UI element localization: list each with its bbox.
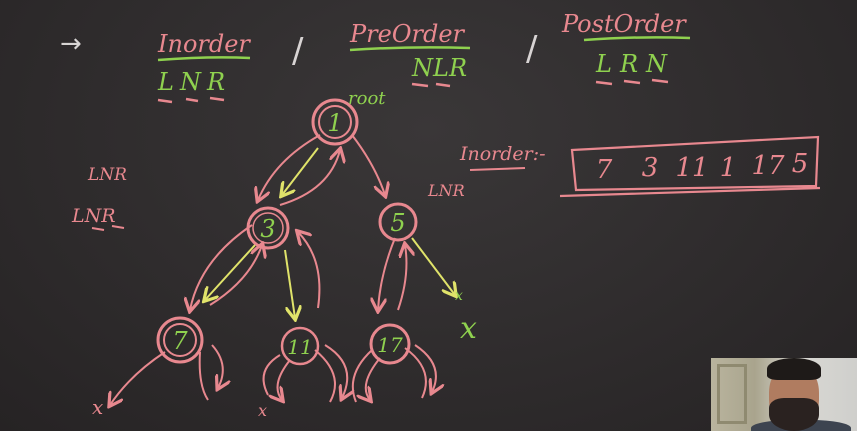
- edge-7-null-left: [110, 351, 166, 405]
- node-value: 17: [377, 333, 403, 357]
- preorder-code-underline: [411, 82, 451, 88]
- side-note-lnr-1: LNR: [87, 165, 127, 185]
- node-value: 7: [172, 327, 188, 355]
- null-mark-1: x: [92, 395, 103, 419]
- inorder-title: Inorder: [157, 30, 251, 58]
- tree-node-3: 3: [246, 206, 290, 250]
- result-box: [559, 135, 821, 198]
- tree-node-17: 17: [369, 323, 411, 365]
- inorder-underline: [157, 56, 251, 62]
- postorder-underline: [583, 36, 691, 42]
- preorder-title: PreOrder: [349, 20, 466, 48]
- node-value: 5: [390, 209, 405, 237]
- postorder-code: LRN: [595, 50, 675, 78]
- edge-5-to-17-outer: [378, 237, 396, 310]
- background-window: [717, 364, 747, 424]
- edge-3-to-root-return: [279, 150, 340, 206]
- postorder-title: PostOrder: [561, 10, 687, 38]
- edge-17-null-right-loop: [404, 344, 436, 398]
- edge-11-to-3-return: [298, 232, 321, 309]
- result-value: 3: [642, 153, 659, 183]
- tree-node-7: 7: [156, 316, 204, 364]
- traversal-arrows: [110, 134, 436, 405]
- presenter-beard: [769, 398, 819, 431]
- side-note-lnr-3: LNR: [427, 181, 465, 200]
- result-label-underline: [469, 167, 526, 171]
- edge-3-to-7-outer: [190, 224, 253, 310]
- edge-17-null-left-loop: [351, 349, 380, 402]
- node-value: 11: [287, 335, 312, 359]
- edge-11-null-right-loop: [314, 344, 347, 402]
- presenter-hair: [767, 358, 821, 380]
- edge-7-null-right-loop: [198, 344, 223, 400]
- side-note-underline: [91, 225, 125, 231]
- edge-root-to-5: [351, 134, 385, 195]
- edge-17-to-5-return: [397, 245, 406, 311]
- null-mark-3: x: [455, 288, 463, 304]
- result-values: 7 3 11 1 17 5: [596, 149, 809, 185]
- result-value: 17: [751, 151, 785, 181]
- preorder-underline: [349, 46, 471, 52]
- result-value: 7: [596, 155, 613, 185]
- edge-11-null-left-loop: [262, 354, 290, 400]
- result-value: 5: [792, 149, 809, 179]
- result-value: 1: [720, 153, 737, 183]
- edge-3-right: [284, 249, 295, 318]
- tree-edges: [205, 147, 455, 318]
- null-mark-2: x: [258, 401, 267, 420]
- tree-node-root: 1: [311, 98, 359, 146]
- separator-2: /: [526, 29, 538, 69]
- inorder-code: LNR: [157, 68, 231, 96]
- edge-3-left: [205, 244, 256, 300]
- intro-arrow: →: [60, 29, 82, 59]
- root-label: root: [348, 88, 386, 109]
- side-note-lnr-2: LNR: [71, 205, 116, 227]
- node-value: 1: [327, 109, 342, 137]
- inorder-code-underline: [157, 96, 225, 104]
- result-label: Inorder:-: [459, 143, 546, 165]
- postorder-code-underline: [595, 78, 669, 86]
- edge-root-to-3-outer: [258, 134, 321, 200]
- node-value: 3: [260, 215, 275, 243]
- edge-5-right: [411, 237, 455, 295]
- tree-node-5: 5: [378, 202, 418, 242]
- webcam-overlay: [711, 358, 857, 431]
- preorder-code: NLR: [411, 54, 467, 82]
- null-mark-4: x: [460, 311, 477, 346]
- tree-node-11: 11: [280, 326, 320, 366]
- edge-root-left: [282, 147, 319, 195]
- result-value: 11: [675, 153, 708, 183]
- separator-1: /: [292, 31, 304, 71]
